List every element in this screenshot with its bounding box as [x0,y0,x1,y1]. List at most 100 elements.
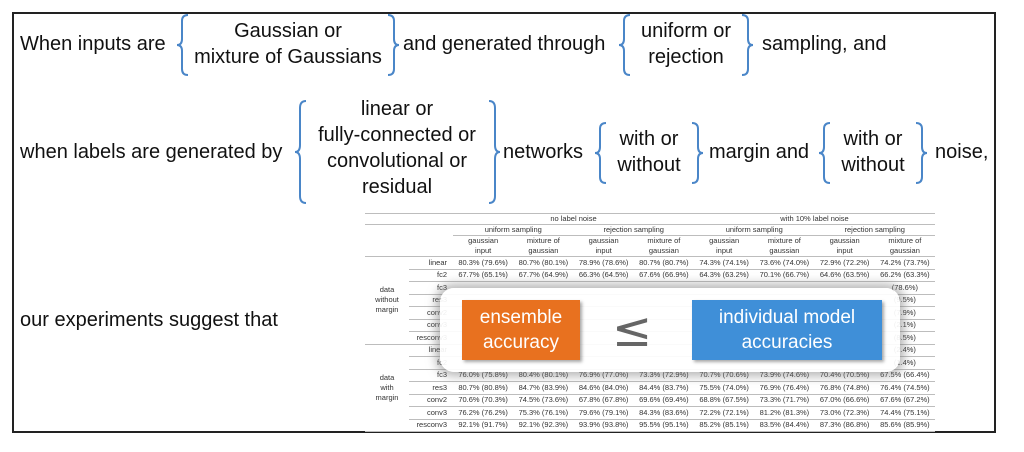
box-label: accuracies [741,332,833,353]
choice-option: with or [843,128,903,150]
table-cell: 70.1% (66.7%) [754,269,815,282]
table-cell: 80.3% (79.6%) [453,256,514,270]
sampling-header: uniform sampling [453,224,574,236]
table-cell: 67.8% (67.8%) [573,394,634,407]
table-cell: 80.7% (80.7%) [633,256,694,270]
table-cell: 67.6% (67.2%) [874,394,935,407]
box-label: individual model [718,307,856,328]
table-cell: 73.3% (72.9%) [633,369,694,382]
table-cell: 95.5% (95.1%) [633,419,694,432]
line2-middle2: margin and [709,141,810,163]
table-cell: 76.8% (74.8%) [814,381,875,395]
table-cell: 72.9% (72.2%) [814,256,875,270]
sampling-header: rejection sampling [814,224,935,236]
brace-open-icon [594,122,607,184]
row-label: fc3 [409,369,453,382]
row-label: linear [409,256,453,270]
sampling-header: uniform sampling [694,224,815,236]
brace-close-icon [691,122,704,184]
brace-close-icon [915,122,928,184]
table-cell: 81.2% (81.3%) [754,406,815,420]
table-cell: 84.6% (84.0%) [573,381,634,395]
box-label: ensemble [479,307,563,328]
table-cell: 73.3% (71.7%) [754,394,815,407]
choice-option: mixture of Gaussians [194,46,382,68]
brace-open-icon [176,14,189,76]
table-cell: 78.9% (78.6%) [573,256,634,270]
line1-suffix: sampling, and [762,33,887,55]
choice-option: uniform or [640,20,732,42]
choice-option: residual [361,176,433,198]
individual-accuracy-box: individual model accuracies [692,300,882,360]
row-label: fc3 [409,281,453,295]
line1-middle: and generated through [403,33,606,55]
table-cell: 84.4% (83.7%) [633,381,694,395]
line3-prefix: our experiments suggest that [20,309,278,331]
ensemble-accuracy-box: ensemble accuracy [462,300,580,360]
table-cell: 75.5% (74.0%) [694,381,755,395]
choice-option: with or [619,128,679,150]
table-cell: 83.5% (84.4%) [754,419,815,432]
table-cell: 84.7% (83.9%) [513,381,574,395]
table-cell: 80.7% (80.8%) [453,381,514,395]
table-cell: 74.2% (73.7%) [874,256,935,270]
table-cell: 67.7% (64.9%) [513,269,574,282]
table-cell: 79.6% (79.1%) [573,406,634,420]
row-label: fc2 [409,269,453,282]
choice-option: without [617,154,681,176]
line2-choice2: with or without [608,126,690,178]
choice-option: convolutional or [326,150,468,172]
table-cell: 93.9% (93.8%) [573,419,634,432]
choice-option: Gaussian or [234,20,342,42]
noise-header: with 10% label noise [694,213,935,225]
line2-suffix: noise, [935,141,989,163]
table-cell: 66.2% (63.3%) [874,269,935,282]
table-cell: 76.9% (76.4%) [754,381,815,395]
table-cell: 67.5% (66.4%) [874,369,935,382]
table-cell: 74.3% (74.1%) [694,256,755,270]
row-label: conv2 [409,394,453,407]
table-cell: 76.2% (76.2%) [453,406,514,420]
table-cell: 64.6% (63.5%) [814,269,875,282]
table-cell: 74.4% (75.1%) [874,406,935,420]
sampling-header: rejection sampling [573,224,694,236]
table-cell: 70.7% (70.6%) [694,369,755,382]
table-cell: 70.4% (70.5%) [814,369,875,382]
table-cell: 67.7% (65.1%) [453,269,514,282]
noise-header: no label noise [453,213,694,225]
row-label: resconv3 [409,419,453,432]
table-cell: 73.6% (74.0%) [754,256,815,270]
table-cell: 87.3% (86.8%) [814,419,875,432]
choice-option: without [841,154,905,176]
table-cell: 73.9% (74.6%) [754,369,815,382]
brace-close-icon [741,14,754,76]
choice-option: fully-connected or [318,124,476,146]
table-cell: 76.9% (77.0%) [573,369,634,382]
table-cell: 74.5% (73.6%) [513,394,574,407]
brace-open-icon [818,122,831,184]
line1-choice1: Gaussian or mixture of Gaussians [192,18,384,70]
table-cell: 64.3% (63.2%) [694,269,755,282]
table-cell: 75.3% (76.1%) [513,406,574,420]
row-label: conv3 [409,406,453,420]
line2-choice1: linear or fully-connected or convolution… [309,96,485,200]
brace-open-icon [618,14,631,76]
table-cell: 80.7% (80.1%) [513,256,574,270]
table-cell: 73.0% (72.3%) [814,406,875,420]
table-cell: 76.0% (75.8%) [453,369,514,382]
figure-frame [12,12,996,433]
table-cell: 70.6% (70.3%) [453,394,514,407]
